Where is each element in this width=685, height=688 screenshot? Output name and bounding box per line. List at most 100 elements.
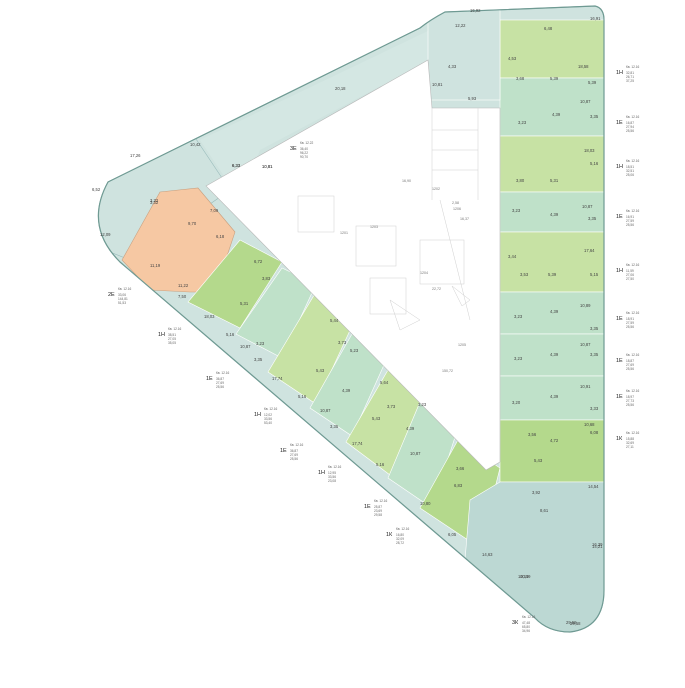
- right-unit-label: 3,23: [518, 120, 527, 125]
- apartment-tag-type: 1Н: [254, 412, 261, 418]
- left-unit-label: 3,66: [456, 466, 465, 471]
- left-unit-label: 7,50: [178, 294, 187, 299]
- left-unit-label: 17,74: [272, 376, 283, 381]
- apartment-tag-area: 26,71: [626, 75, 634, 79]
- apartment-tag-area: 53,40: [264, 421, 272, 425]
- apartment-tag-area: 25,56: [626, 403, 634, 407]
- court-label: 1204: [420, 271, 428, 275]
- left-unit-label: 5,16: [376, 462, 385, 467]
- right-unit-label: 10,87: [580, 342, 591, 347]
- outer-wall: [97, 5, 605, 633]
- left-unit-label: 10,87: [410, 451, 421, 456]
- apartment-tag-area: 12,02: [264, 413, 272, 417]
- right-unit-label: 5,16: [590, 161, 599, 166]
- apartment-tag-type: 1К: [616, 436, 623, 442]
- courtyard: [205, 59, 501, 471]
- right-unit-label: 4,39: [550, 394, 559, 399]
- apartment-tag-area: 144,81: [118, 297, 128, 301]
- apartment-tag-area: 25,87: [374, 505, 382, 509]
- apartment-tag-area: 25,56: [290, 457, 298, 461]
- left-unit-label: 3,73: [387, 404, 396, 409]
- left-unit-label: 11,19: [150, 263, 161, 268]
- apartment-tag-area: 15,88: [626, 437, 634, 441]
- court-label: 1201: [340, 231, 348, 235]
- apartment-tag-area: 47,48: [522, 621, 530, 625]
- apartment-tag-area: 37,25: [626, 79, 634, 83]
- apartment-tag-type: 1Е: [616, 120, 623, 126]
- right-unit-label: 3,35: [590, 114, 599, 119]
- bottom-unit-label: 16,39: [592, 542, 603, 547]
- apartment-tag-number: Кв. 12.16: [626, 115, 640, 119]
- right-unit-label: 10,89: [580, 303, 591, 308]
- top-unit-label: 4,33: [448, 64, 457, 69]
- apartment-tag-type: 1Н: [318, 470, 325, 476]
- left-unit-label: 18,03: [204, 314, 215, 319]
- apartment-tag-area: 27,06: [626, 273, 634, 277]
- court-label: 1205: [458, 343, 466, 347]
- apartment-tag-type: 3Е: [290, 146, 297, 152]
- apartment-tag-area: 25,06: [626, 173, 634, 177]
- bottom-unit-label: 14,63: [482, 552, 493, 557]
- apartment-tag-area: 11,59: [626, 269, 634, 273]
- court-label: 1202: [432, 187, 440, 191]
- outer-label: 3,32: [150, 200, 159, 205]
- apartment-tag-type: 1Е: [364, 504, 371, 510]
- top-unit-label: 12,22: [455, 23, 466, 28]
- apartment-tag-area: 27,05: [168, 337, 176, 341]
- outer-label: 6,52: [92, 187, 101, 192]
- top-unit-label: 5,93: [468, 96, 477, 101]
- apartment-tag-number: Кв. 12.16: [374, 499, 388, 503]
- apartment-tag-area: 18,97: [626, 395, 634, 399]
- apartment-tag-area: 29,58: [374, 513, 382, 517]
- left-unit-label: 4,39: [406, 426, 415, 431]
- outer-label: 29,58: [570, 621, 581, 626]
- court-label: 16,90: [402, 179, 411, 183]
- top-unit-label: 10,81: [262, 164, 273, 169]
- left-unit-label: 4,39: [342, 388, 351, 393]
- apartment-tag-area: 23,08: [328, 479, 336, 483]
- apartment-tag-area: 16,91: [626, 215, 634, 219]
- left-unit-label: 3,83: [262, 276, 271, 281]
- left-unit-label: 10,87: [240, 344, 251, 349]
- left-unit-label: 6,33: [232, 163, 241, 168]
- bottom-unit-label: 29,58: [566, 620, 577, 625]
- apartment-tag-number: Кв. 12.16: [168, 327, 182, 331]
- apartment-tag-area: 27,11: [626, 445, 634, 449]
- apartment-tag-area: 33,56: [328, 475, 336, 479]
- apartment-tag-type: 1Н: [616, 70, 623, 76]
- apartment-tag-number: Кв. 12.16: [328, 465, 342, 469]
- apartment-tag-type: 1Е: [616, 394, 623, 400]
- left-unit-label: 17,74: [352, 441, 363, 446]
- apartment-tag-area: 65,80: [522, 625, 530, 629]
- right-unit-label: 3,35: [590, 352, 599, 357]
- right-unit-label: 3,23: [514, 314, 523, 319]
- right-unit-label: 3,20: [512, 400, 521, 405]
- apartment-tag-area: 27,69: [216, 381, 224, 385]
- apartment-tag-area: 27,69: [290, 453, 298, 457]
- outer-label: 17,26: [130, 153, 141, 158]
- right-unit-label: 4,39: [552, 112, 561, 117]
- right-unit-label: 5,43: [534, 458, 543, 463]
- apartment-tag-area: 90,70: [300, 155, 308, 159]
- apartment-tag-area: 18,87: [626, 359, 634, 363]
- apartment-tag-number: Кв. 12.16: [522, 615, 536, 619]
- apartment-tag-number: Кв. 12.16: [626, 209, 640, 213]
- right-unit-label: 3,53: [520, 272, 529, 277]
- right-unit-label: 3,44: [508, 254, 517, 259]
- left-unit-label: 3,35: [330, 424, 339, 429]
- apartment-tag-area: 96,22: [300, 151, 308, 155]
- right-unit-label: 18,03: [584, 148, 595, 153]
- left-unit-label: 3,23: [256, 341, 265, 346]
